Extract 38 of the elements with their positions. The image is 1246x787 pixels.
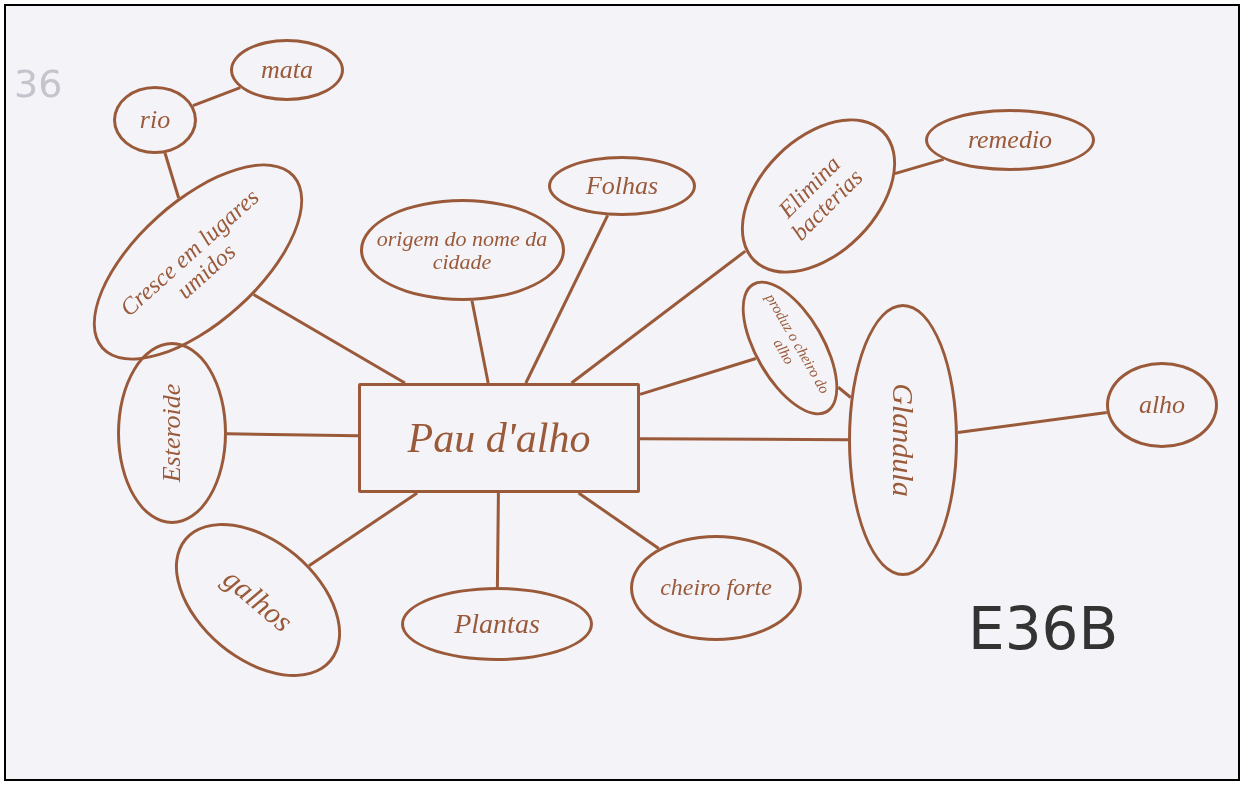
concept-text: Glandula — [887, 383, 919, 497]
concept-text: Esteroide — [158, 383, 186, 483]
concept-text: Folhas — [585, 172, 659, 200]
concept-ellipse — [848, 304, 958, 576]
connector-line — [524, 214, 609, 384]
concept-text: rio — [139, 106, 171, 134]
connector-line — [577, 491, 660, 550]
code-label: E36B — [968, 595, 1119, 663]
connector-line — [252, 293, 406, 385]
concept-text: alho — [1138, 391, 1186, 419]
connector-line — [192, 86, 241, 107]
concept-text: mata — [261, 56, 313, 84]
concept-ellipse — [401, 587, 593, 661]
concept-text: cheiro forte — [660, 575, 772, 601]
connector-line — [837, 386, 852, 399]
connector-line — [226, 432, 359, 438]
connector-line — [957, 410, 1108, 435]
concept-ellipse — [230, 39, 344, 101]
connector-line — [470, 300, 490, 384]
connector-line — [894, 157, 945, 176]
concept-ellipse — [630, 535, 802, 641]
connector-line — [570, 249, 747, 385]
concept-ellipse — [1106, 362, 1218, 448]
connector-line — [495, 493, 500, 587]
concept-text: Plantas — [454, 609, 540, 639]
concept-text: Pau d'alho — [407, 415, 591, 461]
concept-ellipse — [925, 109, 1095, 171]
concept-text: remedio — [967, 126, 1053, 154]
connector-line — [639, 357, 757, 396]
concept-ellipse — [548, 156, 696, 216]
connector-line — [640, 437, 848, 442]
concept-box — [358, 383, 640, 493]
concept-text: origem do nome da cidade — [376, 226, 548, 274]
concept-ellipse — [359, 199, 565, 301]
concept-ellipse — [113, 86, 197, 154]
concept-ellipse — [117, 342, 227, 524]
connector-line — [308, 491, 418, 567]
connector-line — [163, 152, 181, 199]
